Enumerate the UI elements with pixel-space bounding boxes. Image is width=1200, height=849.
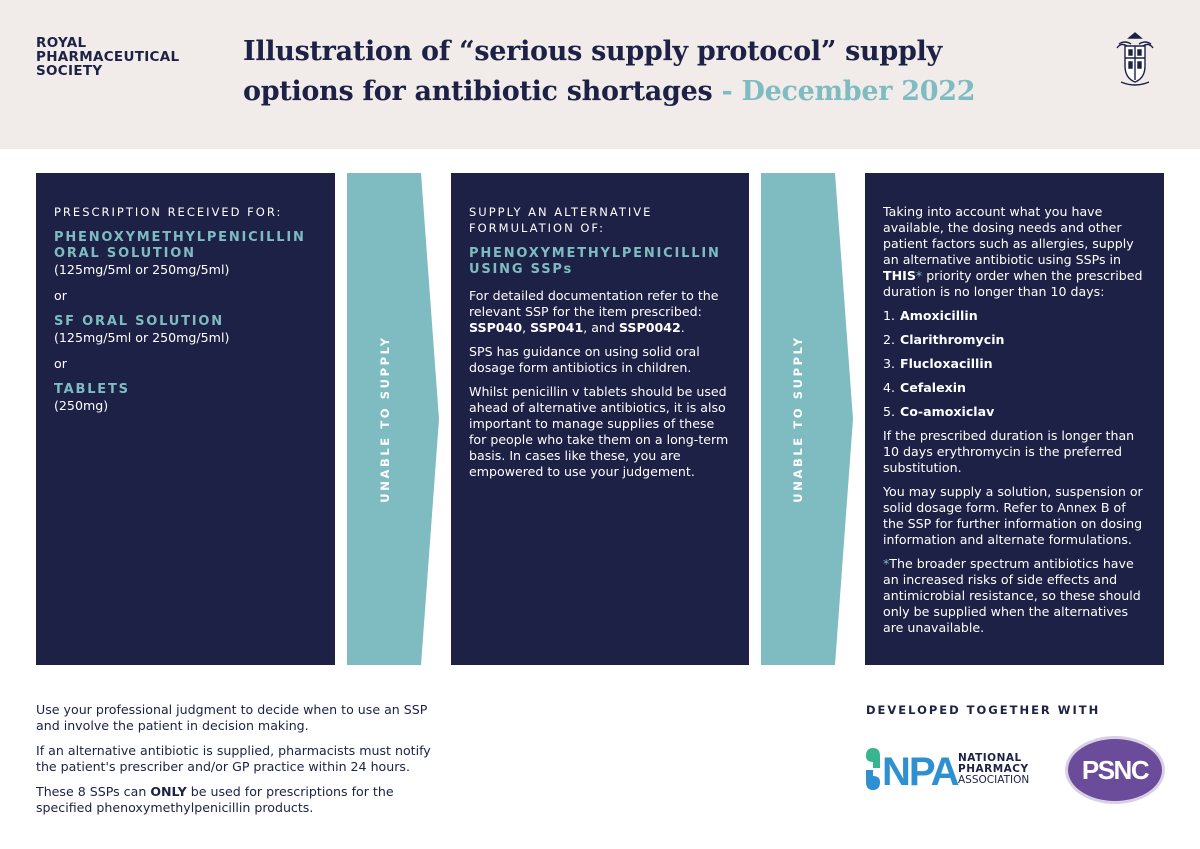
priority-list: 1. Amoxicillin 2. Clarithromycin 3. Fluclox… <box>883 308 1146 420</box>
footer-note: If an alternative antibiotic is supplied… <box>36 743 431 774</box>
npa-name-line: ASSOCIATION <box>958 774 1030 786</box>
unable-to-supply-arrow: UNABLE TO SUPPLY <box>761 173 853 665</box>
separator: , and <box>583 320 619 335</box>
footer-note: Use your professional judgment to decide… <box>36 702 428 733</box>
or-separator: or <box>54 356 67 371</box>
ssp-code: SSP0042 <box>618 320 681 335</box>
paragraph-text: These 8 SSPs can <box>36 784 151 799</box>
drug-name: PHENOXYMETHYLPENICILLIN USING SSPs <box>469 246 721 277</box>
paragraph-text: Taking into account what you have availa… <box>883 204 1134 267</box>
alternative-antibiotic-panel: Taking into account what you have availa… <box>865 173 1164 665</box>
unable-to-supply-arrow: UNABLE TO SUPPLY <box>347 173 439 665</box>
list-item: 2. Clarithromycin <box>883 332 1146 348</box>
ssp-reference-paragraph: For detailed documentation refer to the … <box>469 288 731 336</box>
psnc-logo: PSNC <box>1065 736 1165 804</box>
paragraph-text: For detailed documentation refer to the … <box>469 288 719 319</box>
list-item: 3. Flucloxacillin <box>883 356 1146 372</box>
antibiotic-name: Clarithromycin <box>900 332 1005 347</box>
ssp-code: SSP041 <box>530 320 584 335</box>
separator: . <box>680 320 685 335</box>
arrow-label: UNABLE TO SUPPLY <box>378 335 392 503</box>
npa-mark-icon <box>866 748 880 790</box>
footer-notes: Use your professional judgment to decide… <box>36 702 446 825</box>
org-name-line: PHARMACEUTICAL <box>36 49 180 65</box>
developed-with-heading: DEVELOPED TOGETHER WITH <box>866 703 1101 717</box>
intro-paragraph: Taking into account what you have availa… <box>883 204 1146 300</box>
drug-name: SF ORAL SOLUTION <box>54 314 224 329</box>
asterisk: * <box>883 556 890 571</box>
list-item: 5. Co-amoxiclav <box>883 404 1146 420</box>
footer-note: These 8 SSPs can ONLY be used for prescr… <box>36 784 446 816</box>
panel-heading: SUPPLY AN ALTERNATIVE FORMULATION OF: <box>469 205 653 235</box>
ssp-code: SSP040 <box>469 320 523 335</box>
list-number: 4. <box>883 380 896 395</box>
crest-icon <box>1116 32 1154 86</box>
list-number: 2. <box>883 332 896 347</box>
arrow-label: UNABLE TO SUPPLY <box>791 335 805 503</box>
arrow-shape-icon <box>347 173 439 665</box>
list-item: 4. Cefalexin <box>883 380 1146 396</box>
list-number: 1. <box>883 308 896 323</box>
sps-guidance-paragraph: SPS has guidance on using solid oral dos… <box>469 344 700 375</box>
title-main: Illustration of “serious supply protocol… <box>243 36 942 107</box>
antibiotic-name: Cefalexin <box>900 380 967 395</box>
npa-name-line: PHARMACY <box>958 763 1029 775</box>
panel-heading: PRESCRIPTION RECEIVED FOR: <box>54 205 283 219</box>
title-date: - December 2022 <box>721 76 976 107</box>
npa-name: NATIONAL PHARMACY ASSOCIATION <box>958 753 1029 786</box>
list-number: 5. <box>883 404 896 419</box>
judgement-paragraph: Whilst penicillin v tablets should be us… <box>469 384 729 479</box>
drug-strength: (125mg/5ml or 250mg/5ml) <box>54 330 230 345</box>
dosage-forms-paragraph: You may supply a solution, suspension or… <box>883 484 1143 547</box>
duration-paragraph: If the prescribed duration is longer tha… <box>883 428 1135 475</box>
drug-strength: (250mg) <box>54 398 109 413</box>
paragraph-text: be used for prescriptions for the specif… <box>36 784 394 815</box>
footnote-paragraph: *The broader spectrum antibiotics have a… <box>883 556 1146 636</box>
paragraph-text: The broader spectrum antibiotics have an… <box>883 556 1141 635</box>
npa-logo: NPA <box>866 748 961 790</box>
antibiotic-name: Flucloxacillin <box>900 356 993 371</box>
asterisk: * <box>915 268 923 283</box>
or-separator: or <box>54 288 67 303</box>
drug-strength: (125mg/5ml or 250mg/5ml) <box>54 262 230 277</box>
antibiotic-name: Co-amoxiclav <box>900 404 995 419</box>
page-title: Illustration of “serious supply protocol… <box>243 32 1043 112</box>
rps-logo: ROYAL PHARMACEUTICAL SOCIETY <box>36 36 179 78</box>
header-band <box>0 0 1200 149</box>
org-name-line: ROYAL <box>36 35 87 51</box>
prescription-panel: PRESCRIPTION RECEIVED FOR: PHENOXYMETHYL… <box>36 173 335 665</box>
npa-name-line: NATIONAL <box>958 752 1022 764</box>
alternative-formulation-panel: SUPPLY AN ALTERNATIVE FORMULATION OF: PH… <box>451 173 749 665</box>
list-item: 1. Amoxicillin <box>883 308 1146 324</box>
drug-name: TABLETS <box>54 382 130 397</box>
npa-logo-text: NPA <box>882 750 959 790</box>
paragraph-text: priority order when the prescribed durat… <box>883 268 1143 299</box>
emphasis-text: ONLY <box>150 784 187 799</box>
emphasis-text: THIS <box>883 268 916 283</box>
separator: , <box>522 320 531 335</box>
psnc-logo-text: PSNC <box>1082 755 1150 785</box>
drug-name: PHENOXYMETHYLPENICILLIN ORAL SOLUTION <box>54 230 306 261</box>
org-name-line: SOCIETY <box>36 63 103 79</box>
arrow-shape-icon <box>761 173 853 665</box>
antibiotic-name: Amoxicillin <box>900 308 978 323</box>
list-number: 3. <box>883 356 896 371</box>
